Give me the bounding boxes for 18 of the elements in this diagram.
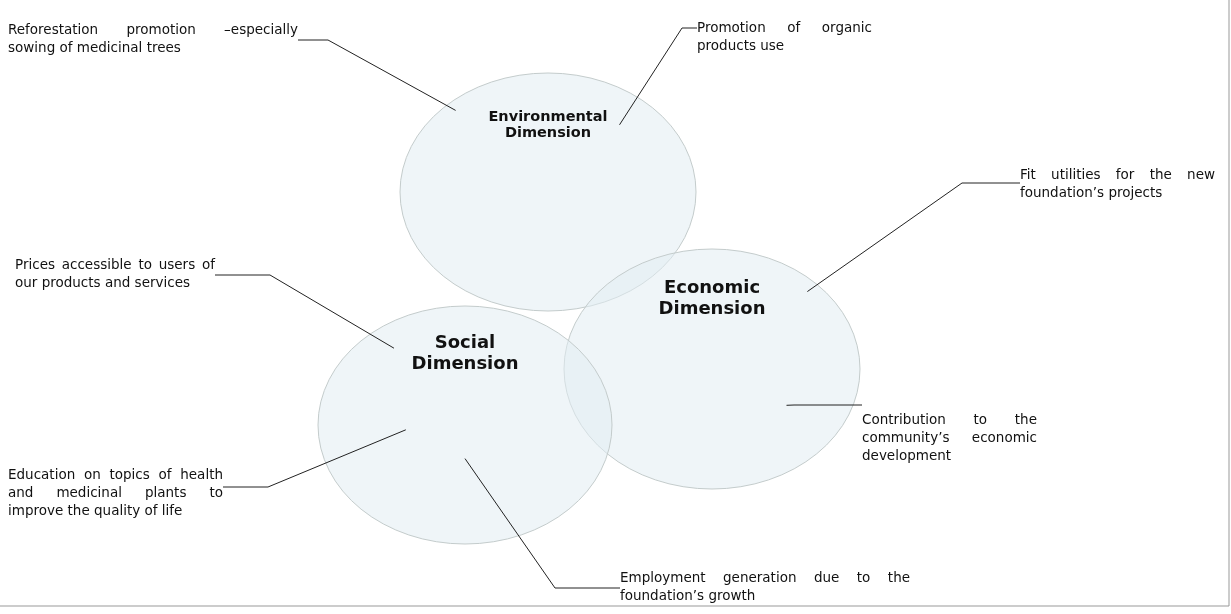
- leader-line: [464, 458, 621, 589]
- callout-text: Fit utilities for the new foundation’s projects: [1020, 165, 1215, 201]
- callout-text: Reforestation promotion –especially sowing of medicinal trees: [8, 20, 298, 56]
- leader-line: [806, 182, 1021, 293]
- leader-line: [786, 404, 863, 406]
- callout-text: Promotion of organic products use: [697, 18, 872, 54]
- leader-line: [619, 27, 698, 126]
- callout-text: Contribution to the community’s economic development: [862, 410, 1037, 464]
- callout-text: Prices accessible to users of our products and services: [15, 255, 215, 291]
- dimension-title: Economic Dimension: [657, 276, 767, 318]
- leader-line: [222, 429, 407, 488]
- dimension-circle: [317, 305, 613, 545]
- dimension-title: Environmental Dimension: [487, 108, 609, 140]
- callout-text: Education on topics of health and medicinal plants to improve the quality of life: [8, 465, 223, 519]
- leader-line: [297, 39, 457, 111]
- leader-line: [214, 274, 395, 349]
- dimension-title: Social Dimension: [410, 331, 520, 373]
- callout-text: Employment generation due to the foundation’s growth: [620, 568, 910, 604]
